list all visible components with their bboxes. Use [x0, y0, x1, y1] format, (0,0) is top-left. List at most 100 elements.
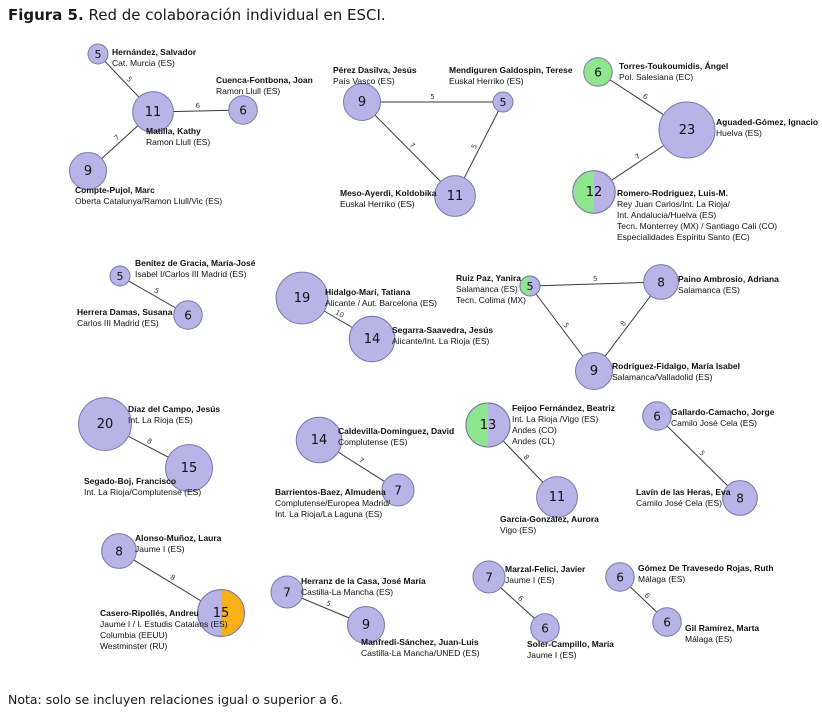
node-circle: [583, 57, 613, 87]
author-name: Hernández, Salvador: [112, 47, 197, 57]
author-affiliation: Westminster (RU): [100, 641, 168, 651]
node-barrientos[interactable]: 7: [381, 473, 415, 507]
author-name: Torres-Toukoumidis, Ángel: [619, 61, 728, 71]
author-affiliation: Jaume I / I. Estudis Catalans (ES): [100, 619, 228, 629]
node-hernandez[interactable]: 5: [87, 43, 109, 65]
node-cuenca[interactable]: 6: [228, 95, 258, 125]
node-value: 12: [586, 185, 603, 200]
author-affiliation: Ramon Llull (ES): [146, 137, 210, 147]
edge-weight-label: 6: [516, 594, 525, 603]
node-paino[interactable]: 8: [643, 264, 679, 300]
node-value: 15: [213, 606, 230, 621]
node-garcia[interactable]: 11: [536, 476, 578, 518]
author-name: Rodríguez-Fidalgo, María Isabel: [612, 361, 740, 371]
node-torres[interactable]: 6: [583, 57, 613, 87]
nodes-layer: 5 6 11 9 9 5 11 6 23 12 5 6 19 14 5 8 9 20 15 14 7 13 11 6 8 8 15 7…: [69, 43, 758, 644]
node-value: 5: [117, 270, 124, 283]
node-benitez[interactable]: 5: [109, 265, 131, 287]
node-value: 5: [95, 48, 102, 61]
node-feijoo[interactable]: 13: [465, 402, 511, 448]
node-diaz[interactable]: 20: [78, 397, 132, 451]
author-affiliation: Int. La Rioja/Complutense (ES): [84, 487, 201, 497]
node-ruiz[interactable]: 5: [519, 275, 541, 297]
edge-weight-label: 6: [196, 102, 201, 110]
author-name: Segado-Boj, Francisco: [84, 476, 176, 486]
node-marzal[interactable]: 7: [472, 560, 506, 594]
author-affiliation: Isabel I/Carlos III Madrid (ES): [135, 269, 247, 279]
node-hidalgo[interactable]: 19: [275, 271, 329, 325]
edge-weight-label: 6: [641, 92, 650, 101]
node-herranz[interactable]: 7: [270, 575, 304, 609]
node-value: 6: [653, 410, 661, 424]
node-circle: [381, 473, 415, 507]
node-manfredi[interactable]: 9: [347, 606, 385, 644]
author-name: Lavín de las Heras, Eva: [636, 487, 731, 497]
node-value: 6: [594, 66, 602, 80]
node-value: 7: [485, 571, 493, 585]
node-value: 6: [616, 571, 624, 585]
node-herrera[interactable]: 6: [173, 300, 203, 330]
node-meso[interactable]: 11: [434, 175, 476, 217]
author-name: Caldevilla-Domínguez, David: [338, 426, 454, 436]
author-affiliation: Jaume I (ES): [505, 575, 555, 585]
node-caldevilla[interactable]: 14: [295, 416, 343, 464]
author-affiliation: Alicante/Int. La Rioja (ES): [392, 336, 489, 346]
author-name: Herranz de la Casa, José María: [301, 576, 426, 586]
node-lavin[interactable]: 8: [722, 480, 758, 516]
node-mendiguren[interactable]: 5: [492, 91, 514, 113]
edge-weight-label: 8: [619, 319, 628, 327]
author-name: Compte-Pujol, Marc: [75, 185, 155, 195]
node-half-fill: [572, 170, 594, 214]
node-perez[interactable]: 9: [343, 83, 381, 121]
author-name: Barrientos-Baez, Almudena: [275, 487, 386, 497]
author-affiliation: Ramon Llull (ES): [216, 86, 280, 96]
author-affiliation: Columbia (EEUU): [100, 630, 168, 640]
author-name: Alonso-Muñoz, Laura: [135, 533, 222, 543]
node-segarra[interactable]: 14: [348, 315, 396, 363]
author-name: Romero-Rodríguez, Luis-M.: [617, 188, 728, 198]
node-value: 7: [394, 484, 402, 498]
node-compte[interactable]: 9: [69, 152, 107, 190]
node-alonso[interactable]: 8: [101, 533, 137, 569]
edge-weight-label: 6: [643, 591, 652, 600]
node-value: 20: [97, 417, 114, 432]
node-value: 23: [679, 123, 696, 138]
node-rodriguez[interactable]: 9: [575, 352, 613, 390]
node-segado[interactable]: 15: [165, 444, 213, 492]
node-gil[interactable]: 6: [652, 607, 682, 637]
node-gomez[interactable]: 6: [605, 562, 635, 592]
node-matilla[interactable]: 11: [132, 91, 174, 133]
author-name: Cuenca-Fontbona, Joan: [216, 75, 313, 85]
node-value: 6: [541, 622, 549, 636]
node-circle: [492, 91, 514, 113]
node-circle: [530, 613, 560, 643]
author-affiliation: Tecn. Colima (MX): [456, 295, 526, 305]
edge-weight-label: 5: [561, 321, 570, 329]
edge-weight-label: 5: [430, 93, 434, 101]
node-circle: [472, 560, 506, 594]
node-aguaded[interactable]: 23: [658, 101, 716, 159]
node-casero[interactable]: 15: [197, 589, 245, 637]
author-affiliation: Int. La Rioja/La Laguna (ES): [275, 509, 382, 519]
node-romero[interactable]: 12: [572, 170, 616, 214]
author-name: Gil Ramírez, Marta: [685, 623, 759, 633]
edge-weight-label: 5: [593, 275, 598, 283]
node-gallardo[interactable]: 6: [642, 401, 672, 431]
author-affiliation: Salamanca/Valladolid (ES): [612, 372, 713, 382]
node-half-fill: [520, 276, 530, 296]
node-circle: [295, 416, 343, 464]
node-circle: [87, 43, 109, 65]
edge-weight-label: 8: [145, 437, 153, 446]
node-soler[interactable]: 6: [530, 613, 560, 643]
